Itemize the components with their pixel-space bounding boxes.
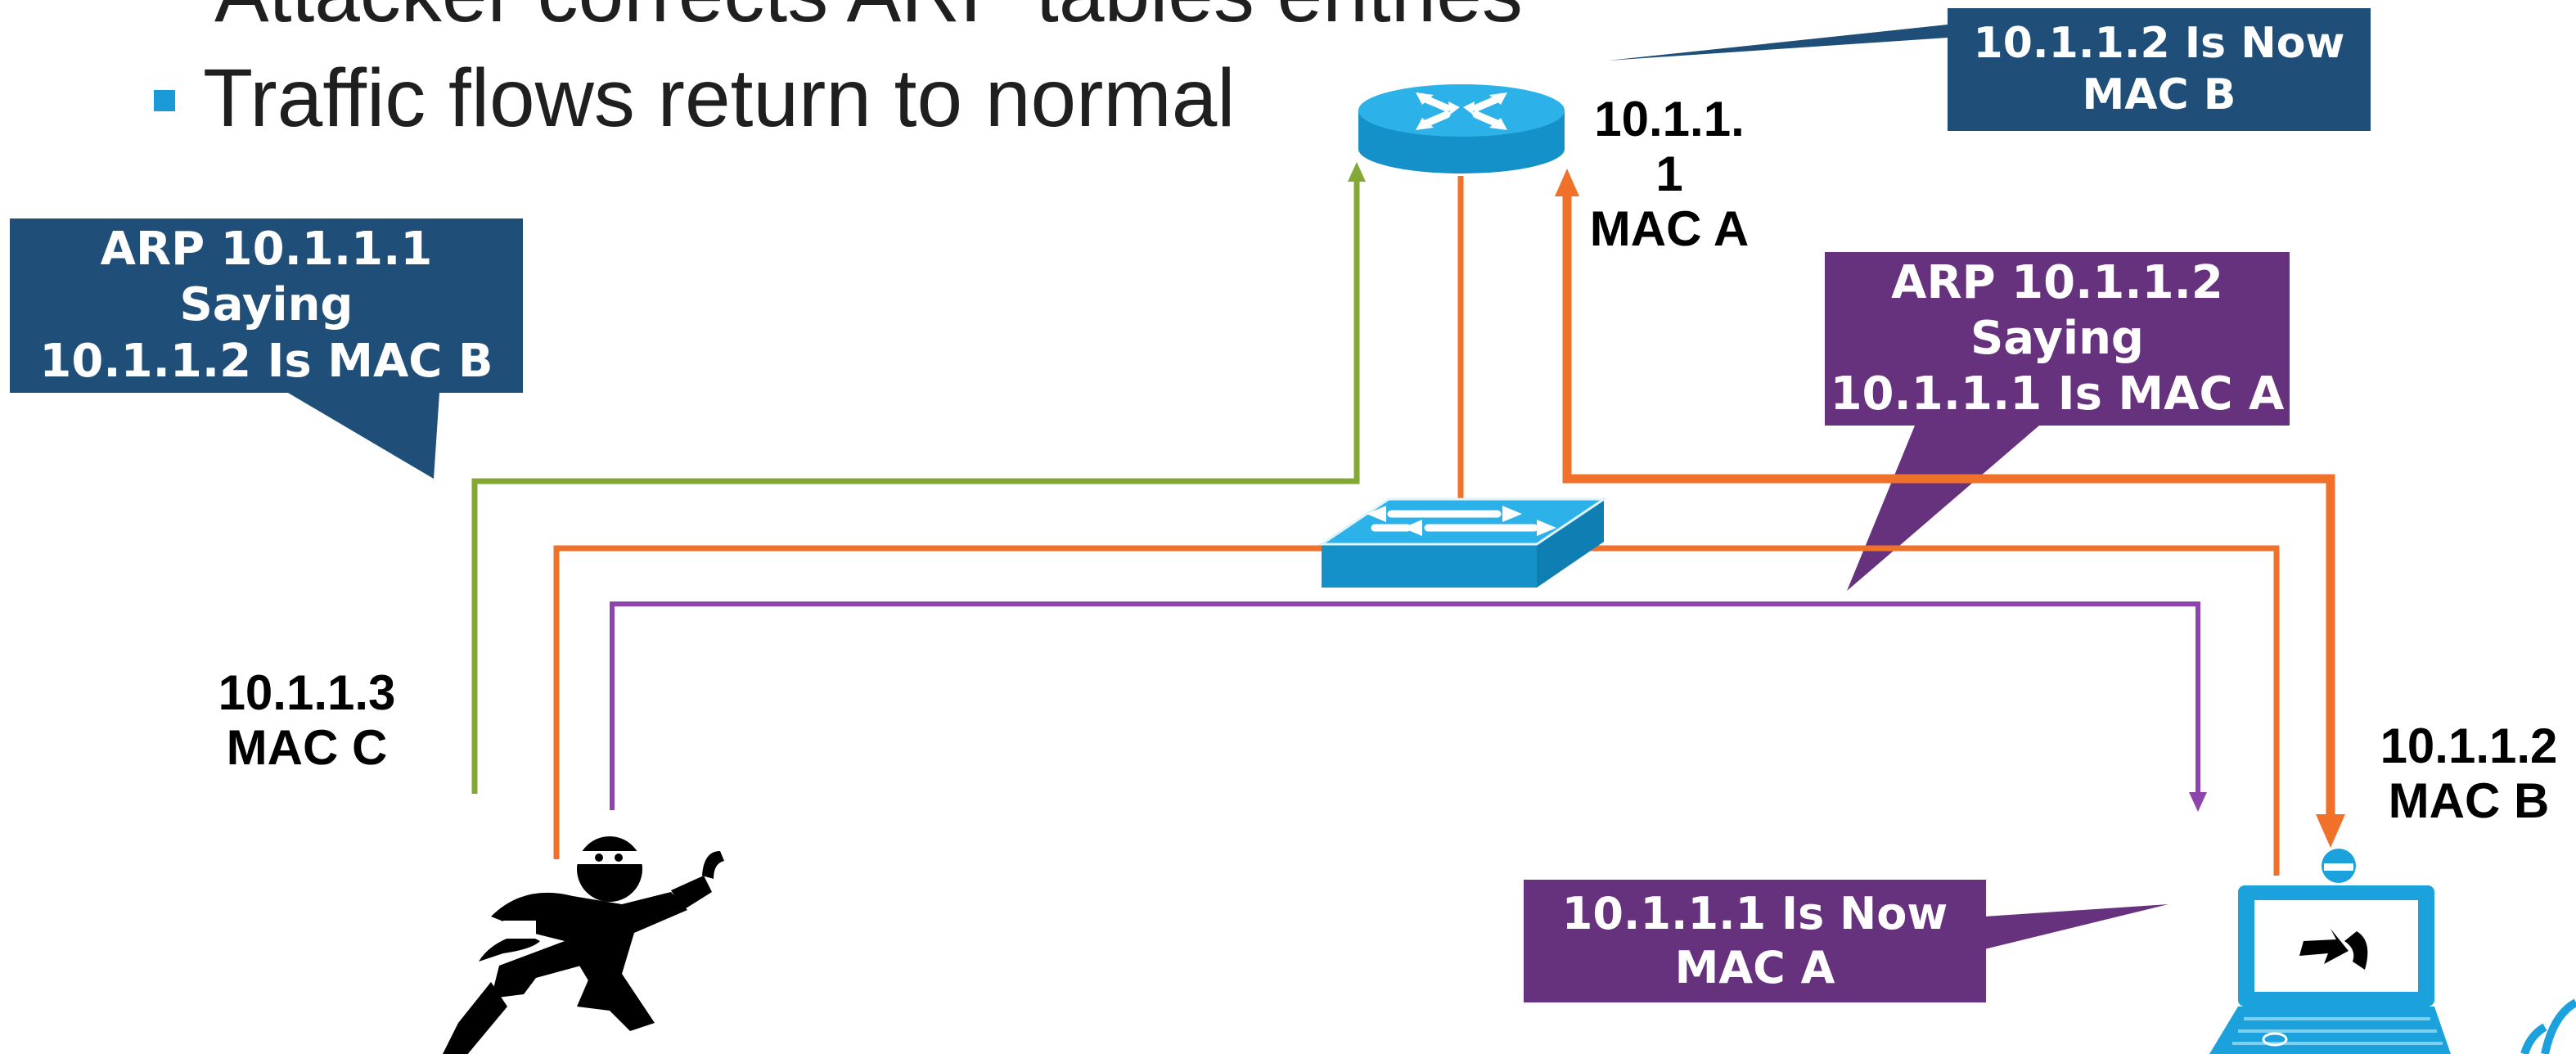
callout-bottom: 10.1.1.1 Is Now MAC A <box>1524 880 1986 1002</box>
callout-tail-top-right <box>1608 25 1948 61</box>
orange-arrowhead-up-icon <box>1555 169 1579 196</box>
router-ip-line: 10.1.1. <box>1594 92 1745 146</box>
attacker-label: 10.1.1.3 MAC C <box>192 665 421 775</box>
router-ip-line: 1 <box>1655 146 1683 202</box>
callout-line: ARP 10.1.1.1 Saying <box>100 223 433 332</box>
green-arrowhead-icon <box>1348 162 1366 182</box>
bullet-text: Traffic flows return to normal <box>203 52 1236 144</box>
attacker-ip: 10.1.1.3 <box>218 665 396 720</box>
router-label: 10.1.1. 1 MAC A <box>1579 92 1759 257</box>
callout-line: 10.1.1.1 Is Now <box>1561 888 1948 940</box>
laptop-mac: MAC B <box>2388 773 2550 829</box>
green-connection <box>471 182 1360 794</box>
callout-line: MAC B <box>2082 70 2236 119</box>
callout-tail-bottom <box>1984 904 2168 949</box>
callout-line: 10.1.1.2 Is MAC B <box>39 334 493 388</box>
corner-logo-icon <box>2520 998 2576 1054</box>
attacker-mac: MAC C <box>226 720 388 776</box>
purple-arrowhead-icon <box>2189 792 2207 812</box>
orange-connection-thick <box>1562 195 2335 818</box>
router-icon <box>1358 84 1565 173</box>
callout-line: 10.1.1.2 Is Now <box>1973 18 2345 68</box>
switch-icon <box>1317 498 1608 588</box>
bullet-item: Traffic flows return to normal <box>154 57 1236 139</box>
callout-line: MAC A <box>1674 942 1835 993</box>
attacker-icon <box>443 836 724 1054</box>
callout-line: 10.1.1.1 Is MAC A <box>1830 367 2285 421</box>
purple-connection <box>610 601 2200 810</box>
orange-connection-thin <box>553 545 2280 876</box>
callout-left: ARP 10.1.1.1 Saying 10.1.1.2 Is MAC B <box>10 218 523 393</box>
callout-line: ARP 10.1.1.2 Saying <box>1891 255 2223 365</box>
callout-right-mid: ARP 10.1.1.2 Saying 10.1.1.1 Is MAC A <box>1825 252 2290 426</box>
laptop-ip: 10.1.1.2 <box>2380 718 2558 773</box>
orange-arrowhead-down-icon <box>2316 814 2345 848</box>
laptop-icon <box>2209 849 2451 1054</box>
callout-tail-left <box>288 393 439 479</box>
bullet-square-icon <box>154 90 175 111</box>
callout-top-right: 10.1.1.2 Is Now MAC B <box>1948 8 2371 131</box>
callout-tail-right-mid <box>1847 426 2039 591</box>
laptop-label: 10.1.1.2 MAC B <box>2362 718 2576 828</box>
router-mac: MAC A <box>1589 201 1750 257</box>
partial-bullet-text: Attacker corrects ARP tables entries <box>214 0 1523 34</box>
